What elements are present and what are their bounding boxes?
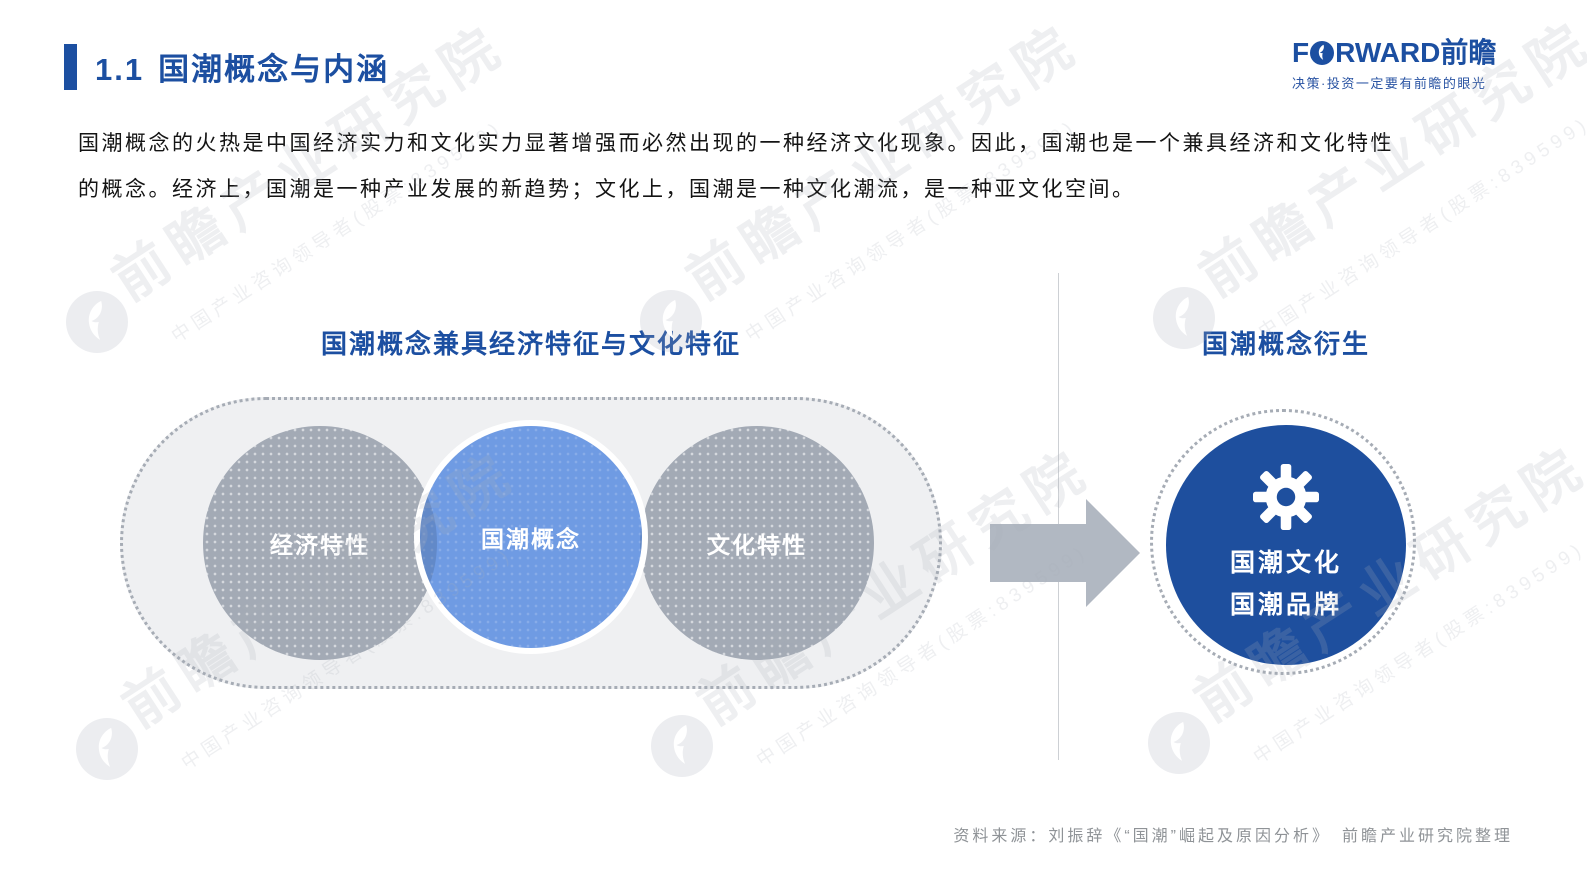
venn-circle-guochao-label: 国潮概念	[481, 526, 581, 552]
gear-icon	[1253, 464, 1319, 530]
venn-heading: 国潮概念兼具经济特征与文化特征	[320, 329, 741, 359]
venn-circle-economic-label: 经济特性	[270, 532, 370, 558]
derivation-circle: 国潮文化 国潮品牌	[1166, 425, 1406, 665]
venn-circle-cultural: 文化特性	[640, 426, 874, 660]
venn-circle-cultural-label: 文化特性	[707, 532, 807, 558]
logo-cn: 前瞻	[1440, 37, 1497, 68]
right-arrow	[990, 524, 1087, 582]
venn-overlap-right	[640, 426, 642, 648]
forward-logo-bird-icon	[1310, 41, 1335, 65]
watermark-bird-icon	[1148, 712, 1210, 774]
watermark-bird-icon	[76, 718, 138, 780]
section-title: 国潮概念与内涵	[158, 52, 390, 87]
derivation-line-2: 国潮品牌	[1229, 591, 1342, 619]
derivation-line-1: 国潮文化	[1229, 549, 1342, 577]
source-note: 资料来源：刘振辞《“国潮”崛起及原因分析》 前瞻产业研究院整理	[953, 828, 1513, 845]
intro-line-1: 国潮概念的火热是中国经济实力和文化实力显著增强而必然出现的一种经济文化现象。因此…	[78, 132, 1394, 155]
logo-tagline: 决策·投资一定要有前瞻的眼光	[1292, 76, 1487, 91]
logo-letters-rward: RWARD	[1335, 37, 1441, 68]
derivation-heading: 国潮概念衍生	[1201, 329, 1370, 359]
intro-line-2: 的概念。经济上，国潮是一种产业发展的新趋势；文化上，国潮是一种文化潮流，是一种亚…	[78, 178, 1136, 201]
title-accent-bar	[64, 44, 77, 90]
vertical-divider	[1058, 273, 1059, 760]
page-title: 1.1 国潮概念与内涵	[95, 44, 389, 89]
right-arrow-head	[1086, 499, 1140, 607]
intro-paragraph: 国潮概念的火热是中国经济实力和文化实力显著增强而必然出现的一种经济文化现象。因此…	[78, 121, 1528, 213]
watermark-bird-icon	[66, 291, 128, 353]
watermark-bird-icon	[651, 715, 713, 777]
venn-circle-economic: 经济特性	[203, 426, 437, 660]
logo-letter-f: F	[1292, 37, 1310, 68]
derivation-dotted-ring	[1150, 409, 1416, 675]
venn-circle-guochao: 国潮概念	[414, 420, 648, 654]
section-number: 1.1	[95, 52, 145, 87]
